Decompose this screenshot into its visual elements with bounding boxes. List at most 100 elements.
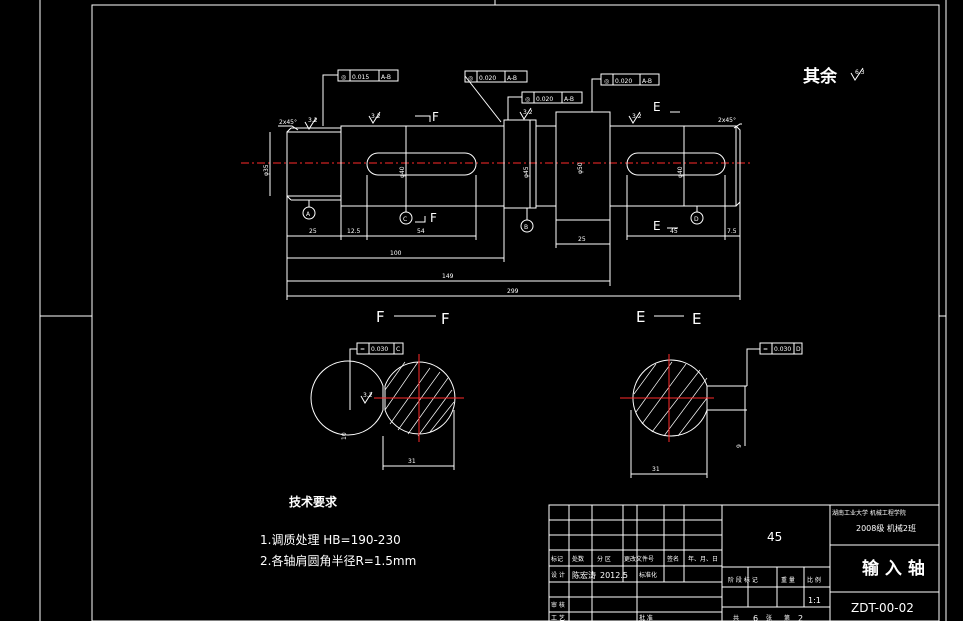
tb-review: 审 核 xyxy=(551,601,565,609)
dim-dia-key1: φ40 xyxy=(399,166,406,178)
tb-part-name: 输 入 轴 xyxy=(862,558,925,579)
section-mark-f-top: F xyxy=(432,110,439,124)
roughness-2: 3.2 xyxy=(371,113,381,120)
tb-weight: 重 量 xyxy=(781,576,795,584)
tol4-value: 0.020 xyxy=(615,78,632,85)
remaining-roughness-note: 其余 6.3 xyxy=(803,66,865,87)
dim-25: 25 xyxy=(309,228,317,235)
section-e-label-right: E xyxy=(692,310,701,328)
shaft-main-view xyxy=(241,111,752,221)
dim-149: 149 xyxy=(442,273,454,280)
tol3-datum: A-B xyxy=(564,96,574,103)
chamfer-left: 2x45° xyxy=(279,119,297,126)
diameter-labels: φ35 φ40 φ45 φ50 φ40 xyxy=(263,120,685,208)
sec-e-tol-symbol: = xyxy=(763,346,768,353)
roughness-5: 3.2 xyxy=(363,392,373,399)
hatch-f xyxy=(384,361,455,437)
tb-count: 处数 xyxy=(572,555,584,563)
technical-requirements: 技术要求 1.调质处理 HB=190-230 2.各轴肩圆角半径R=1.5mm xyxy=(260,494,416,568)
tb-designer-name: 陈宏涛 xyxy=(572,570,596,580)
tb-drawing-no: ZDT-00-02 xyxy=(851,601,914,615)
left-chamfer xyxy=(286,127,292,201)
tech-req-item-1: 1.调质处理 HB=190-230 xyxy=(260,533,401,547)
section-view-f: F F = 0.030 C 3.2 10 31 xyxy=(310,308,464,470)
sheet-frame xyxy=(39,0,947,621)
dim-25b: 25 xyxy=(578,236,586,243)
dim-12-5: 12.5 xyxy=(347,228,361,235)
sec-f-height: 10 xyxy=(341,432,348,440)
remaining-roughness-label: 其余 xyxy=(803,66,838,87)
section-e-label-left: E xyxy=(636,308,645,326)
sec-e-height: 9 xyxy=(736,444,743,448)
dim-dia-mid: φ45 xyxy=(523,166,530,178)
datum-b: B xyxy=(524,224,528,231)
tol4-datum: A-B xyxy=(642,78,652,85)
title-block: 标记 处数 分 区 更改文件号 签名 年、月、日 设 计 陈宏涛 2012.5 … xyxy=(548,504,940,621)
tol3-value: 0.020 xyxy=(536,96,553,103)
right-chamfer xyxy=(735,125,741,207)
tol1-value: 0.015 xyxy=(352,74,369,81)
tb-zone: 分 区 xyxy=(597,555,611,563)
tb-marks: 标记 xyxy=(551,555,563,563)
tol1-symbol: ◎ xyxy=(341,74,346,81)
chamfer-notes: 2x45° 2x45° xyxy=(278,117,742,131)
sec-f-tol-value: 0.030 xyxy=(371,346,388,353)
tech-req-title: 技术要求 xyxy=(289,494,338,509)
tb-process: 工 艺 xyxy=(551,614,565,621)
roughness-1: 3.2 xyxy=(308,117,318,124)
dim-dia-left: φ35 xyxy=(263,164,270,176)
tb-approve: 批 准 xyxy=(639,614,653,621)
sec-e-tol-value: 0.030 xyxy=(774,346,791,353)
tb-sheet-no: 2 xyxy=(798,614,803,621)
dim-299: 299 xyxy=(507,288,519,295)
left-journal xyxy=(286,131,342,197)
section-mark-e-bottom: E xyxy=(653,219,661,233)
datum-markers: A C B D xyxy=(302,200,704,233)
tolerance-frames: ◎ 0.015 A-B ◎ 0.020 A-B ◎ 0.020 A-B ◎ 0.… xyxy=(322,69,660,126)
tb-sheets-total: 6 xyxy=(753,614,758,621)
roughness-symbols: 3.2 3.2 3.2 3.2 xyxy=(304,107,642,130)
dim-dia-key2: φ40 xyxy=(677,166,684,178)
datum-a: A xyxy=(306,211,311,218)
tb-design-date: 2012.5 xyxy=(600,571,628,580)
roughness-3: 3.2 xyxy=(523,109,533,116)
section-cut-markers: F F E E xyxy=(415,100,680,233)
chamfer-right: 2x45° xyxy=(718,117,736,124)
tb-class: 2008级 机械2班 xyxy=(856,523,916,533)
sec-e-tol-datum: D xyxy=(796,346,801,353)
sec-f-width: 31 xyxy=(408,458,416,465)
section-f-label-left: F xyxy=(376,308,385,326)
tb-sheet-no-label: 第 xyxy=(784,614,790,621)
section-mark-e-top: E xyxy=(653,100,661,114)
dim-dia-collar: φ50 xyxy=(577,162,584,174)
tb-sheets-label: 张 xyxy=(766,614,772,621)
tol2-symbol: ◎ xyxy=(468,75,473,82)
tb-standardization: 标准化 xyxy=(639,571,657,579)
keyway-2 xyxy=(626,152,726,176)
section-mark-f-bottom: F xyxy=(430,211,437,225)
tb-sheets-total-label: 共 xyxy=(733,614,739,621)
shoulder-step xyxy=(503,119,537,209)
dim-54: 54 xyxy=(417,228,425,235)
tech-req-item-2: 2.各轴肩圆角半径R=1.5mm xyxy=(260,553,416,568)
section-view-e: E E = 0.030 D 9 31 xyxy=(620,308,803,478)
datum-d: D xyxy=(694,216,699,223)
datum-c: C xyxy=(403,216,407,223)
tb-change-doc: 更改文件号 xyxy=(624,555,654,563)
tb-stage-mark: 阶 段 标 记 xyxy=(728,576,758,584)
dim-45: 45 xyxy=(670,228,678,235)
tb-scale: 1:1 xyxy=(808,596,821,605)
tb-material: 45 xyxy=(767,530,782,544)
tol4-symbol: ◎ xyxy=(604,78,609,85)
keyway-1 xyxy=(366,152,477,176)
tol1-datum: A-B xyxy=(381,74,391,81)
hatch-e xyxy=(633,361,708,437)
section-f-label-right: F xyxy=(441,310,450,328)
dim-100: 100 xyxy=(390,250,402,257)
sec-f-tol-symbol: = xyxy=(360,346,365,353)
tol2-datum: A-B xyxy=(507,75,517,82)
linear-dimensions: 25 12.5 54 25 45 7.5 100 149 299 xyxy=(286,175,741,300)
sec-f-tol-datum: C xyxy=(396,346,400,353)
key-section-1 xyxy=(340,125,505,207)
